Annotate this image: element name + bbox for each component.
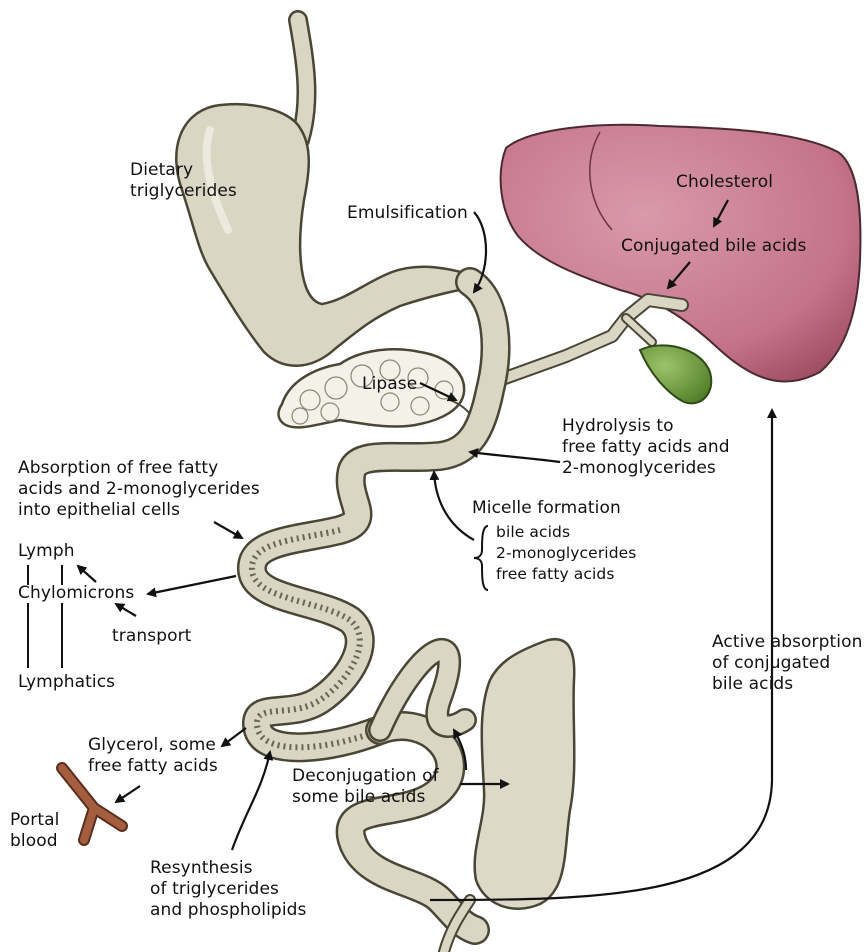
arrow-glycerol xyxy=(222,728,246,746)
label-chylomicrons: Chylomicrons xyxy=(18,583,134,604)
arrow-transport xyxy=(116,604,136,616)
label-micelle-formation: Micelle formation xyxy=(472,498,621,519)
label-active-absorption: Active absorption of conjugated bile aci… xyxy=(712,632,863,695)
arrow-absorption xyxy=(214,522,242,538)
colon xyxy=(475,639,575,909)
arrow-hydrolysis xyxy=(470,452,560,462)
label-dietary-triglycerides: Dietary triglycerides xyxy=(130,160,237,202)
arrow-micelle xyxy=(434,472,474,540)
label-conjugated-bile-acids: Conjugated bile acids xyxy=(621,236,806,257)
label-emulsification: Emulsification xyxy=(347,203,468,224)
arrow-chylomicrons xyxy=(148,576,236,594)
arrow-lymph xyxy=(78,566,96,582)
label-micelle-items: bile acids 2-monoglycerides free fatty a… xyxy=(496,522,636,585)
label-resynthesis: Resynthesis of triglycerides and phospho… xyxy=(150,858,307,921)
label-lymph: Lymph xyxy=(18,541,75,562)
gallbladder xyxy=(640,345,711,403)
lymph-lines xyxy=(28,565,62,668)
micelle-brace xyxy=(474,526,488,590)
label-glycerol: Glycerol, some free fatty acids xyxy=(88,735,218,777)
label-hydrolysis: Hydrolysis to free fatty acids and 2-mon… xyxy=(562,416,730,479)
label-deconjugation: Deconjugation of some bile acids xyxy=(292,766,439,808)
stomach xyxy=(176,104,476,366)
label-lymphatics: Lymphatics xyxy=(18,672,115,693)
arrow-resynthesis xyxy=(232,752,270,850)
arrow-portal xyxy=(116,786,140,802)
label-lipase: Lipase xyxy=(362,374,417,395)
label-cholesterol: Cholesterol xyxy=(676,172,773,193)
label-portal-blood: Portal blood xyxy=(10,810,59,852)
label-absorption: Absorption of free fatty acids and 2-mon… xyxy=(18,458,260,521)
label-transport: transport xyxy=(112,626,191,647)
